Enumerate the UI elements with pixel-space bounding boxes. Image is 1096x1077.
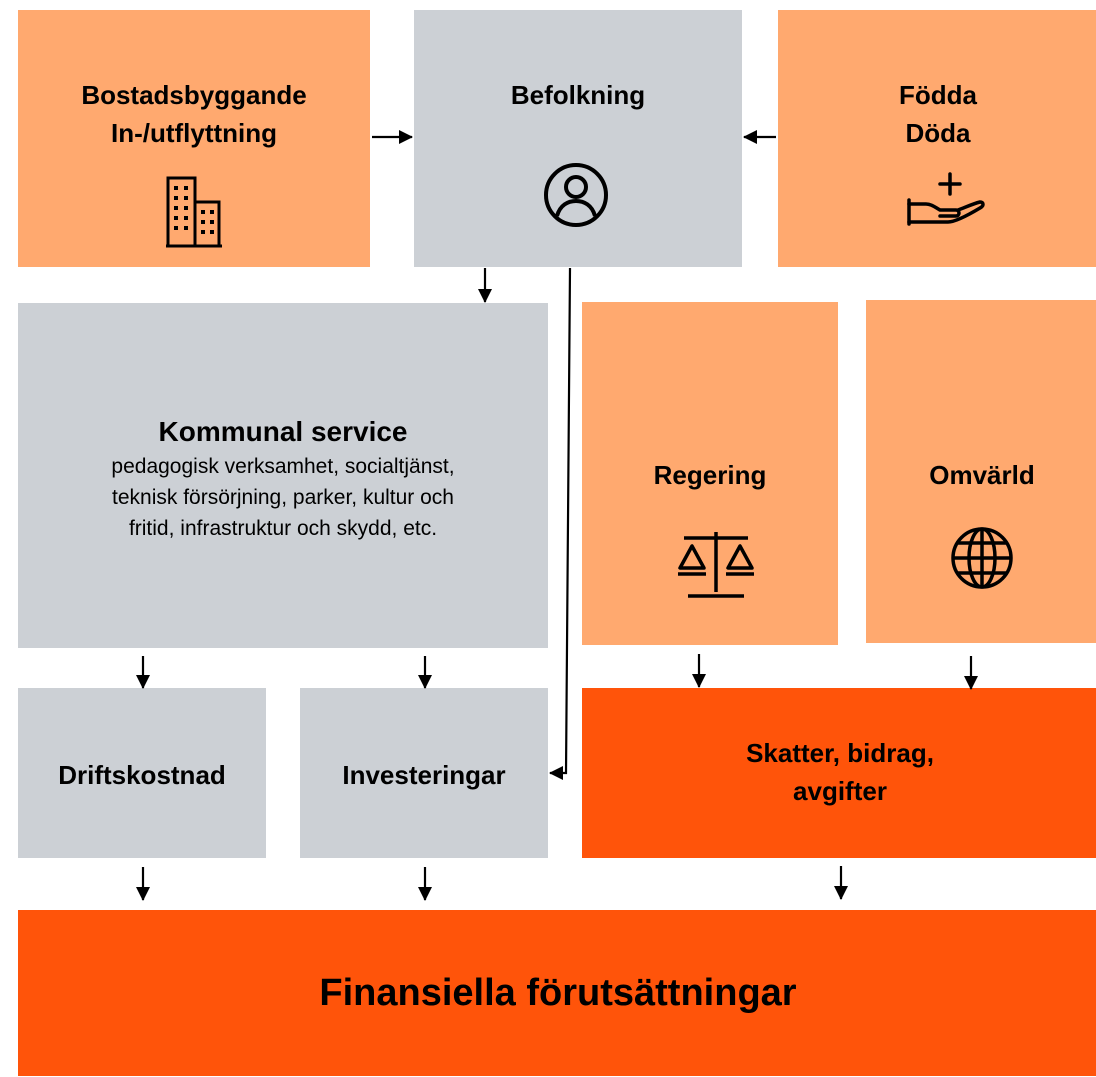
node-government: Regering	[582, 302, 838, 645]
node-housing-title: Bostadsbyggande In-/utflyttning	[81, 80, 307, 148]
hand-plus-icon	[907, 172, 985, 226]
node-investments-title: Investeringar	[342, 760, 506, 790]
node-services: Kommunal service pedagogisk verksamhet, …	[18, 303, 548, 648]
node-finance-title: Finansiella förutsättningar	[319, 972, 797, 1014]
node-environment-title: Omvärld	[929, 460, 1035, 490]
node-births-title: Födda Döda	[899, 80, 977, 148]
node-operating-cost-title: Driftskostnad	[58, 760, 226, 790]
arrow-population-to-investments	[549, 267, 572, 780]
node-taxes: Skatter, bidrag, avgifter	[582, 688, 1096, 858]
node-government-title: Regering	[653, 460, 767, 490]
node-operating-cost: Driftskostnad	[18, 688, 266, 858]
node-housing: Bostadsbyggande In-/utflyttning	[18, 10, 370, 267]
node-finance: Finansiella förutsättningar	[18, 910, 1096, 1076]
node-taxes-title: Skatter, bidrag, avgifter	[746, 738, 934, 806]
scales-icon	[678, 532, 754, 598]
building-icon	[166, 176, 222, 248]
node-population-title: Befolkning	[510, 80, 646, 110]
services-detail: pedagogisk verksamhet, socialtjänst, tek…	[111, 455, 455, 540]
node-births: Födda Döda	[778, 10, 1096, 267]
globe-icon	[951, 527, 1013, 589]
node-investments: Investeringar	[300, 688, 548, 858]
person-circle-icon	[544, 163, 608, 227]
node-population: Befolkning	[414, 10, 742, 267]
services-title: Kommunal service	[158, 416, 408, 447]
node-environment: Omvärld	[866, 300, 1096, 643]
